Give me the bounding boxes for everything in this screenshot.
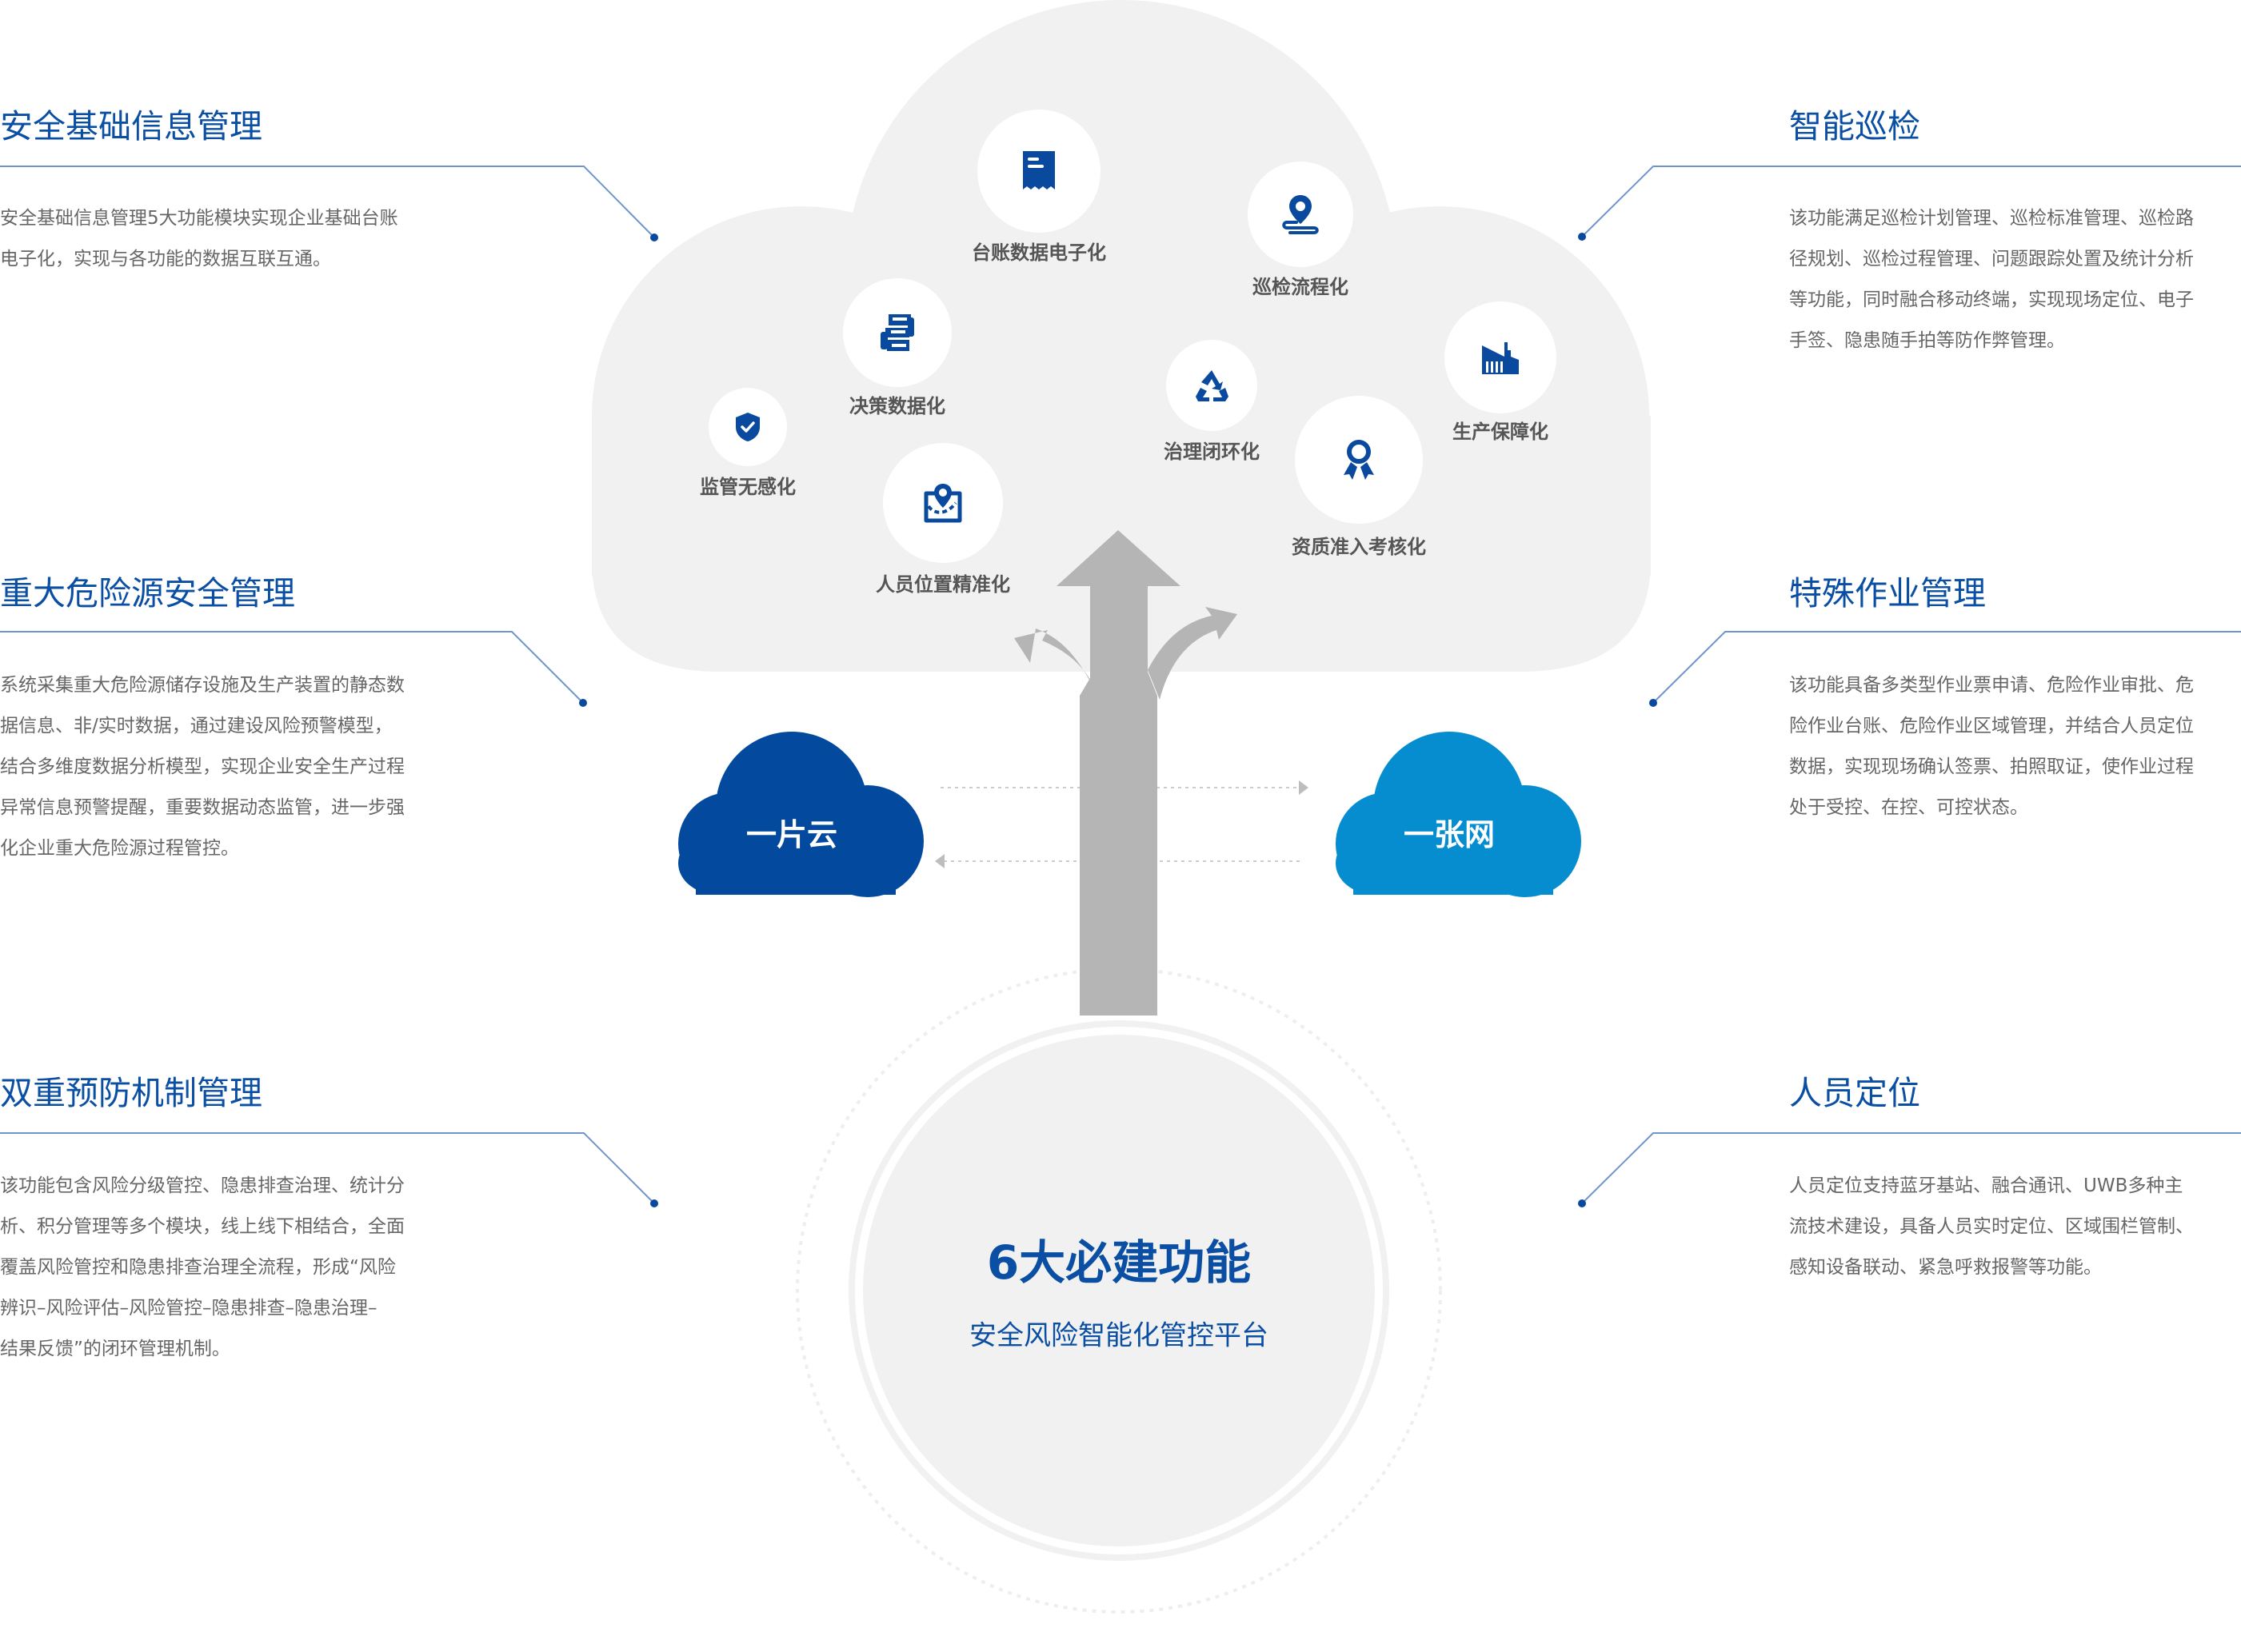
receipt-icon — [1023, 151, 1055, 190]
feature-production-label: 生产保障化 — [1452, 421, 1548, 443]
feature-closed-loop[interactable] — [1166, 340, 1257, 431]
right-block-2-title: 特殊作业管理 — [1789, 574, 1986, 613]
body-line: 数据，实现现场确认签票、拍照取证，使作业过程 — [1789, 756, 2194, 777]
body-line: 辨识–风险评估–风险管控–隐患排查–隐患治理– — [0, 1298, 377, 1319]
connector-left-2 — [0, 631, 587, 707]
feature-supervision[interactable] — [709, 388, 787, 466]
body-line: 结合多维度数据分析模型，实现企业安全生产过程 — [0, 756, 405, 777]
body-line: 该功能满足巡检计划管理、巡检标准管理、巡检路 — [1789, 208, 2194, 229]
feature-inspection[interactable] — [1248, 162, 1353, 267]
feature-production[interactable] — [1444, 301, 1556, 413]
body-line: 电子化，实现与各功能的数据互联互通。 — [0, 249, 331, 269]
body-line: 径规划、巡检过程管理、问题跟踪处置及统计分析 — [1789, 249, 2194, 269]
left-block-3-title: 双重预防机制管理 — [0, 1074, 262, 1112]
body-line: 险作业台账、危险作业区域管理，并结合人员定位 — [1789, 716, 2194, 736]
body-line: 手签、隐患随手拍等防作弊管理。 — [1789, 330, 2065, 351]
recycle-icon — [1196, 370, 1228, 402]
feature-personnel-position-label: 人员位置精准化 — [876, 573, 1010, 596]
inner-ring — [849, 1020, 1389, 1561]
right-block-1-title: 智能巡检 — [1789, 107, 1920, 146]
right-block-1-body: 该功能满足巡检计划管理、巡检标准管理、巡检路 径规划、巡检过程管理、问题跟踪处置… — [1789, 198, 2194, 361]
body-line: 覆盖风险管控和隐患排查治理全流程，形成“风险 — [0, 1257, 396, 1278]
body-line: 处于受控、在控、可控状态。 — [1789, 797, 2028, 818]
body-line: 系统采集重大危险源储存设施及生产装置的静态数 — [0, 675, 405, 696]
outer-dotted-ring — [796, 968, 1442, 1614]
connector-left-1 — [0, 166, 658, 241]
body-line: 等功能，同时融合移动终端，实现现场定位、电子 — [1789, 289, 2194, 310]
factory-icon — [1482, 342, 1519, 374]
body-line: 该功能包含风险分级管控、隐患排查治理、统计分 — [0, 1175, 405, 1196]
right-cloud-shape — [1336, 732, 1581, 897]
body-line: 结果反馈”的闭环管理机制。 — [0, 1339, 230, 1359]
feature-ledger-label: 台账数据电子化 — [972, 241, 1106, 264]
body-line: 异常信息预警提醒，重要数据动态监管，进一步强 — [0, 797, 405, 818]
right-block-3-title: 人员定位 — [1789, 1074, 1920, 1112]
left-cloud-shape — [678, 732, 924, 897]
body-line: 据信息、非/实时数据，通过建设风险预警模型， — [0, 716, 393, 736]
body-line: 安全基础信息管理5大功能模块实现企业基础台账 — [0, 208, 398, 229]
sync-arrow-right — [941, 780, 1308, 795]
body-line: 人员定位支持蓝牙基站、融合通讯、UWB多种主 — [1789, 1175, 2183, 1196]
connector-left-3 — [0, 1132, 658, 1207]
feature-personnel-position[interactable] — [883, 443, 1003, 563]
right-block-2-body: 该功能具备多类型作业票申请、危险作业审批、危 险作业台账、危险作业区域管理，并结… — [1789, 665, 2194, 828]
map-pin-icon — [924, 484, 962, 523]
route-pin-icon — [1282, 195, 1319, 234]
feature-closed-loop-label: 治理闭环化 — [1164, 441, 1260, 463]
center-disc — [863, 1035, 1375, 1546]
feature-ledger[interactable] — [977, 110, 1101, 233]
body-line: 感知设备联动、紧急呼救报警等功能。 — [1789, 1257, 2102, 1278]
left-block-1-body: 安全基础信息管理5大功能模块实现企业基础台账 电子化，实现与各功能的数据互联互通… — [0, 198, 398, 280]
left-cloud-label: 一片云 — [745, 817, 838, 852]
award-ribbon-icon — [1344, 440, 1374, 480]
connector-right-2 — [1649, 631, 2241, 707]
right-cloud-label: 一张网 — [1403, 817, 1496, 852]
feature-decision-label: 决策数据化 — [849, 395, 945, 417]
feature-supervision-label: 监管无感化 — [700, 476, 796, 498]
feature-qualification-label: 资质准入考核化 — [1292, 536, 1426, 558]
body-line: 该功能具备多类型作业票申请、危险作业审批、危 — [1789, 675, 2194, 696]
feature-decision[interactable] — [843, 278, 952, 387]
left-block-3-body: 该功能包含风险分级管控、隐患排查治理、统计分 析、积分管理等多个模块，线上线下相… — [0, 1166, 405, 1370]
stacked-data-icon — [881, 314, 914, 351]
right-block-3-body: 人员定位支持蓝牙基站、融合通讯、UWB多种主 流技术建设，具备人员实时定位、区域… — [1789, 1166, 2194, 1288]
body-line: 化企业重大危险源过程管控。 — [0, 838, 239, 859]
shield-check-icon — [736, 413, 760, 441]
left-block-1-title: 安全基础信息管理 — [0, 107, 262, 146]
center-subtitle: 安全风险智能化管控平台 — [969, 1319, 1268, 1352]
body-line: 流技术建设，具备人员实时定位、区域围栏管制、 — [1789, 1216, 2194, 1237]
connector-right-3 — [1578, 1132, 2241, 1207]
left-block-2-title: 重大危险源安全管理 — [0, 574, 295, 613]
growth-arrow — [1014, 530, 1237, 1016]
feature-inspection-label: 巡检流程化 — [1252, 276, 1348, 298]
connector-right-1 — [1578, 166, 2241, 241]
left-block-2-body: 系统采集重大危险源储存设施及生产装置的静态数 据信息、非/实时数据，通过建设风险… — [0, 665, 405, 869]
center-title: 6大必建功能 — [986, 1235, 1252, 1290]
feature-qualification[interactable] — [1295, 396, 1423, 524]
body-line: 析、积分管理等多个模块，线上线下相结合，全面 — [0, 1216, 405, 1237]
